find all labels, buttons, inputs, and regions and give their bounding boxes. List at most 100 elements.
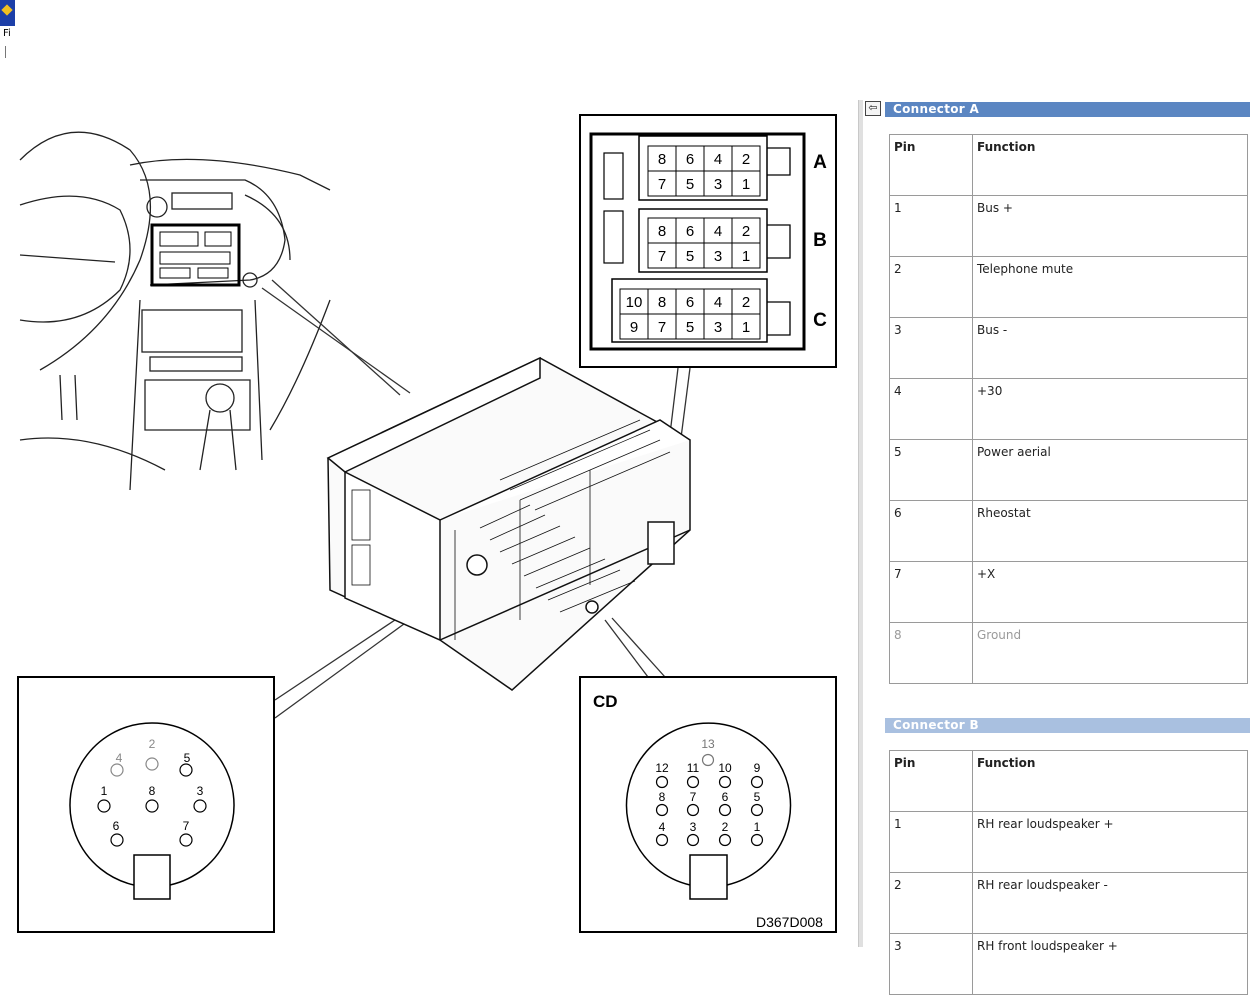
cd-pin-label: 9 <box>754 761 761 775</box>
pin-cell <box>703 145 733 172</box>
scroll-tick <box>5 46 6 58</box>
cd-pin-hole <box>750 803 764 817</box>
pin-number: 8 <box>889 622 973 684</box>
pin-cell <box>731 217 761 244</box>
pin-cell-label: 7 <box>658 319 666 336</box>
pin-function: Bus - <box>972 317 1248 379</box>
pin-number: 5 <box>889 439 973 501</box>
pin-function: +X <box>972 561 1248 623</box>
app-icon[interactable] <box>0 0 15 26</box>
table-header-row: Pin Function <box>889 134 1248 196</box>
pin-cell-label: 8 <box>658 151 666 168</box>
pin-cell <box>703 313 733 340</box>
cd-pin-hole <box>655 833 669 847</box>
pin-cell-label: 1 <box>742 176 750 193</box>
pin-cell-label: 5 <box>686 176 694 193</box>
pin-function: RH rear loudspeaker + <box>972 811 1248 873</box>
pin-cell-label: 9 <box>630 319 638 336</box>
cd-pin-hole <box>718 775 732 789</box>
cd-pin-label: 11 <box>687 761 700 775</box>
cd-pin-hole <box>718 803 732 817</box>
pin-cell-label: 4 <box>714 294 722 311</box>
pin-function: Bus + <box>972 195 1248 257</box>
pin-cell <box>647 242 677 269</box>
pin-number: 3 <box>889 933 973 995</box>
cd-pin-label: 7 <box>690 790 697 804</box>
cd-pin-hole <box>655 775 669 789</box>
pin-number: 6 <box>889 500 973 562</box>
pin-cell-label: 6 <box>686 223 694 240</box>
file-menu[interactable]: Fi <box>3 28 11 39</box>
cd-pin-hole <box>701 753 715 767</box>
din-pin-label: 6 <box>113 819 120 833</box>
pin-cell <box>675 217 705 244</box>
reference-code: D367D008 <box>756 914 823 930</box>
cd-pin-label: 6 <box>722 790 729 804</box>
pin-cell <box>619 313 649 340</box>
pin-cell <box>703 242 733 269</box>
pin-cell-label: 5 <box>686 248 694 265</box>
pin-cell <box>731 242 761 269</box>
cd-pin-hole <box>718 833 732 847</box>
pin-number: 2 <box>889 872 973 934</box>
pin-cell <box>703 288 733 315</box>
pin-function: Power aerial <box>972 439 1248 501</box>
pin-function: RH front loudspeaker + <box>972 933 1248 995</box>
function-column-header: Function <box>972 750 1248 812</box>
back-arrow-icon[interactable]: ⇦ <box>865 101 881 116</box>
function-column-header: Function <box>972 134 1248 196</box>
cd-pin-label: 13 <box>701 737 715 751</box>
pin-number: 7 <box>889 561 973 623</box>
pin-cell-label: 4 <box>714 151 722 168</box>
din-pin-label: 2 <box>149 737 156 751</box>
pin-cell-label: 1 <box>742 248 750 265</box>
pin-cell-label: 7 <box>658 248 666 265</box>
connector-label-c: C <box>813 310 827 331</box>
pin-function: Ground <box>972 622 1248 684</box>
pin-number: 3 <box>889 317 973 379</box>
din-pin-label: 5 <box>184 751 191 765</box>
pin-cell-label: 6 <box>686 151 694 168</box>
pin-cell-label: 2 <box>742 294 750 311</box>
pin-cell-label: 2 <box>742 223 750 240</box>
pin-function: Telephone mute <box>972 256 1248 318</box>
cd-pin-hole <box>750 833 764 847</box>
pin-cell-label: 4 <box>714 223 722 240</box>
dashboard-illustration <box>19 131 331 491</box>
pin-function: RH rear loudspeaker - <box>972 872 1248 934</box>
connector-label-b: B <box>813 230 827 251</box>
table-row: 4+30 <box>889 378 1248 440</box>
pin-cell <box>675 313 705 340</box>
pin-cell-label: 8 <box>658 223 666 240</box>
din-pin-hole <box>145 757 159 771</box>
panel-divider[interactable] <box>858 100 863 947</box>
pin-cell-label: 3 <box>714 248 722 265</box>
connector-a-header: Connector A <box>885 102 1250 117</box>
pin-cell-label: 3 <box>714 319 722 336</box>
cd-pin-label: 1 <box>754 820 761 834</box>
pin-cell <box>731 170 761 197</box>
cd-pin-hole <box>686 775 700 789</box>
pin-cell <box>731 145 761 172</box>
pin-cell-label: 7 <box>658 176 666 193</box>
din-pin-hole <box>110 763 124 777</box>
cd-pin-label: 12 <box>655 761 669 775</box>
cd-pin-label: 8 <box>659 790 666 804</box>
pin-column-header: Pin <box>889 750 973 812</box>
cd-pin-hole <box>655 803 669 817</box>
pin-cell <box>731 288 761 315</box>
din-pin-label: 3 <box>197 784 204 798</box>
cd-pin-hole <box>686 803 700 817</box>
